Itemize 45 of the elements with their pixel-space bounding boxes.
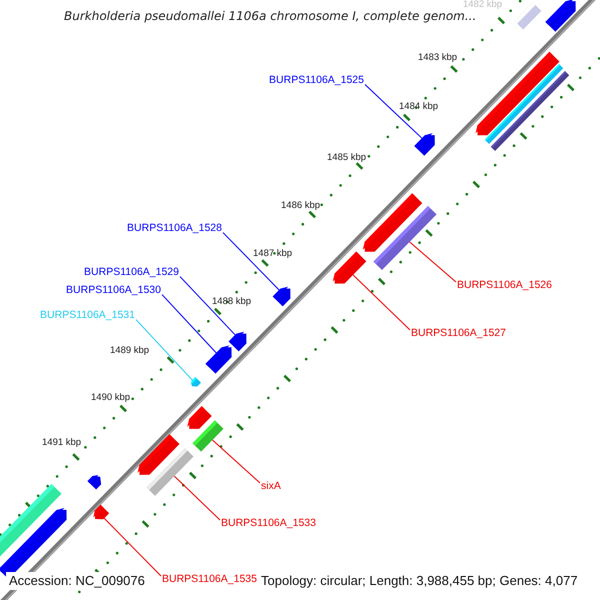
gene-feature [187, 406, 212, 429]
gene-feature [228, 332, 246, 352]
leader-line [162, 294, 217, 354]
leader-line [136, 319, 193, 381]
gene-feature [414, 133, 435, 156]
gene-label: BURPS1106A_1526 [457, 280, 552, 292]
gene-label: BURPS1106A_1531 [40, 310, 135, 322]
scale-label: 1483 kbp [418, 53, 458, 64]
gene-feature [190, 376, 201, 386]
scale-label: 1490 kbp [91, 393, 130, 404]
gene-label: sixA [261, 481, 281, 493]
leader-line [409, 241, 456, 282]
gene-feature [138, 434, 180, 475]
gene-feature [545, 0, 576, 32]
scale-label: 1485 kbp [327, 153, 366, 164]
leader-line [104, 518, 162, 576]
gene-feature [332, 252, 366, 284]
scale-label: 1482 kbp [463, 0, 502, 10]
gene-feature [93, 504, 110, 520]
gene-feature [514, 2, 542, 30]
leader-line [352, 274, 410, 330]
gene-feature [362, 193, 422, 252]
gene-label: BURPS1106A_1533 [221, 518, 316, 530]
scale-label: 1488 kbp [212, 297, 252, 308]
gene-label: BURPS1106A_1535 [162, 574, 257, 586]
leader-line [174, 476, 220, 520]
leader-line [222, 232, 280, 290]
gene-label: BURPS1106A_1530 [66, 285, 161, 297]
gene-label: BURPS1106A_1527 [411, 328, 506, 340]
title: Burkholderia pseudomallei 1106a chromosome I, complete genom... [64, 10, 476, 24]
gene-label: BURPS1106A_1525 [269, 75, 364, 87]
gene-feature [490, 71, 570, 151]
gene-feature [88, 475, 102, 490]
gene-feature [272, 286, 290, 306]
gene-feature [206, 345, 232, 374]
scale-label: 1491 kbp [42, 438, 82, 448]
scale-label: 1487 kbp [253, 249, 292, 260]
gene-label: BURPS1106A_1528 [127, 223, 222, 235]
scale-label: 1489 kbp [110, 346, 150, 356]
leader-line [364, 84, 422, 139]
scale-label: 1484 kbp [399, 102, 438, 112]
gene-label: BURPS1106A_1529 [84, 267, 179, 279]
leader-line [180, 276, 236, 336]
scale-label: 1486 kbp [281, 201, 320, 212]
leader-line [212, 440, 260, 484]
